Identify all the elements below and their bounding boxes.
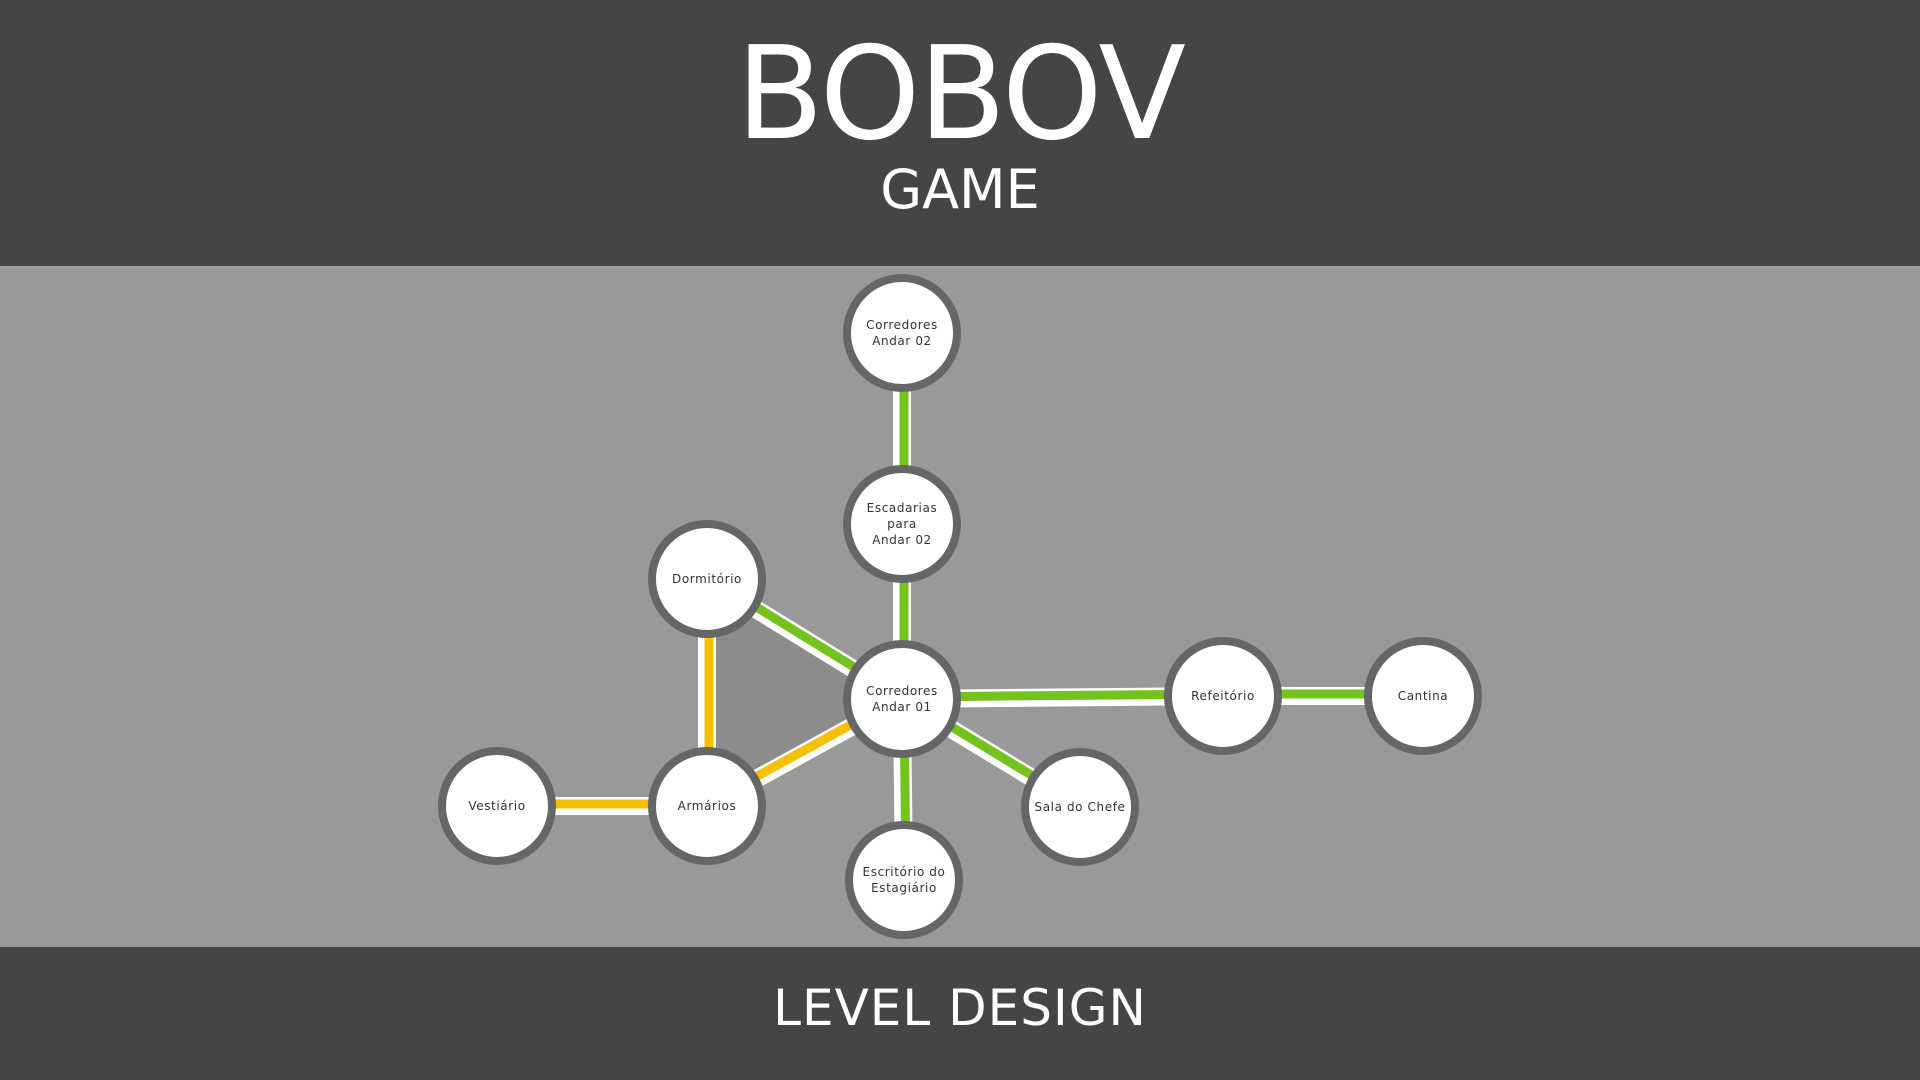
room-node-corredores-andar-01[interactable]: Corredores Andar 01 [843, 640, 961, 758]
room-label: Corredores Andar 01 [866, 684, 938, 714]
room-label: Dormitório [672, 572, 742, 586]
room-node-dormitorio[interactable]: Dormitório [648, 520, 766, 638]
room-node-sala-do-chefe[interactable]: Sala do Chefe [1021, 748, 1139, 866]
game-title: BOBOV [736, 20, 1186, 169]
room-label: Corredores Andar 02 [866, 318, 938, 348]
room-node-armarios[interactable]: Armários [648, 747, 766, 865]
room-label: Cantina [1397, 689, 1449, 703]
room-node-vestiario[interactable]: Vestiário [438, 747, 556, 865]
room-label: Escritório do Estagiário [862, 865, 946, 895]
room-node-corredores-andar-02[interactable]: Corredores Andar 02 [843, 274, 961, 392]
shared-region [707, 579, 902, 806]
game-subtitle: GAME [880, 158, 1040, 221]
room-label: Armários [677, 799, 737, 813]
room-label: Vestiário [468, 799, 526, 813]
section-title: LEVEL DESIGN [773, 979, 1147, 1037]
path-connections [497, 333, 1423, 881]
header-banner [0, 0, 1920, 266]
room-node-refeitorio[interactable]: Refeitório [1164, 637, 1282, 755]
footer-banner [0, 947, 1920, 1080]
room-node-cantina[interactable]: Cantina [1364, 637, 1482, 755]
room-label: Escadarias para Andar 02 [866, 501, 938, 547]
room-node-escritorio-do-estagiario[interactable]: Escritório do Estagiário [845, 821, 963, 939]
room-node-escadarias[interactable]: Escadarias para Andar 02 [843, 465, 961, 583]
room-label: Refeitório [1191, 689, 1255, 703]
room-label: Sala do Chefe [1034, 800, 1126, 814]
